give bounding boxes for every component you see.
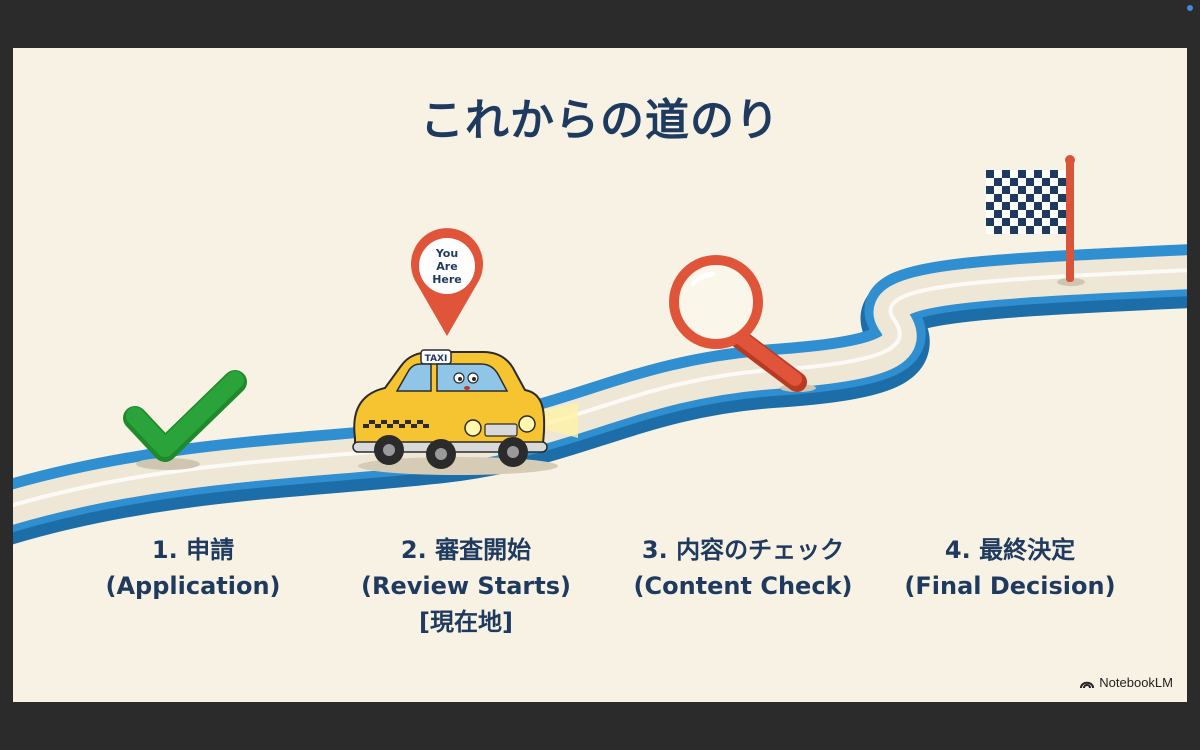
step-3: 3. 内容のチェック (Content Check)	[613, 532, 873, 604]
window-indicator-dot	[1187, 5, 1193, 11]
step-1: 1. 申請 (Application)	[63, 532, 323, 604]
step-4: 4. 最終決定 (Final Decision)	[880, 532, 1140, 604]
brand-name: NotebookLM	[1099, 675, 1173, 690]
taxi-car-icon: TAXI	[352, 349, 578, 475]
magnifier-icon	[669, 255, 816, 392]
step-3-subtitle: (Content Check)	[633, 572, 853, 600]
pin-line-1: You	[435, 247, 458, 260]
step-4-title: 4. 最終決定	[944, 536, 1076, 564]
step-2-title: 2. 審査開始	[400, 536, 532, 564]
step-1-subtitle: (Application)	[105, 572, 281, 600]
finish-flag-icon	[986, 155, 1085, 286]
notebooklm-logo-icon	[1080, 681, 1095, 688]
roadmap-illustration: You Are Here TAXI	[13, 155, 1187, 545]
slide: これからの道のり You Are	[13, 48, 1187, 702]
step-3-title: 3. 内容のチェック	[641, 536, 845, 564]
pin-line-3: Here	[432, 273, 462, 286]
road	[13, 244, 1187, 545]
step-2-current-marker: [現在地]	[419, 608, 513, 636]
pin-line-2: Are	[436, 260, 457, 273]
step-2: 2. 審査開始 (Review Starts) [現在地]	[336, 532, 596, 640]
slide-title: これからの道のり	[420, 95, 780, 146]
location-pin-icon: You Are Here	[411, 228, 483, 336]
check-icon	[123, 370, 247, 470]
step-4-subtitle: (Final Decision)	[904, 572, 1116, 600]
brand-watermark: NotebookLM	[1080, 675, 1173, 690]
step-1-title: 1. 申請	[151, 536, 235, 564]
step-2-subtitle: (Review Starts)	[361, 572, 571, 600]
taxi-sign: TAXI	[425, 354, 448, 364]
